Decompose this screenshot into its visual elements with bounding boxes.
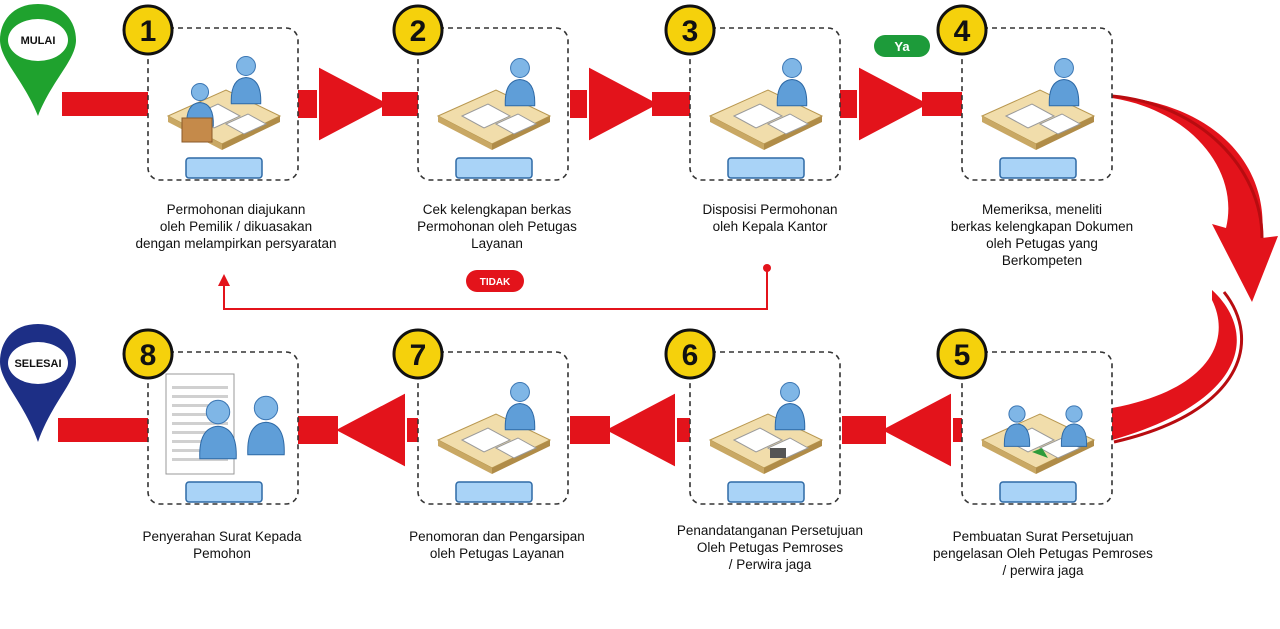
step-number: 5 (954, 339, 971, 372)
step-8: 8 (122, 328, 299, 505)
end-pin: SELESAI (0, 324, 76, 442)
step-6-caption: Penandatanganan Persetujuan Oleh Petugas… (676, 523, 864, 572)
step-number-badge (936, 328, 988, 380)
step-illustration (436, 382, 552, 474)
start-pin: MULAI (0, 4, 76, 116)
step-4: 4 (936, 4, 1113, 181)
step-1-caption: Permohonan diajukann oleh Pemilik / diku… (135, 202, 337, 251)
step-7: 7 (392, 328, 569, 505)
step-number-badge (392, 4, 444, 56)
arrow-7-to-8 (298, 390, 420, 470)
step-label-box (455, 157, 533, 179)
arrow-2-to-3 (570, 64, 692, 144)
start-connector-bar (62, 92, 150, 116)
step-number-badge (392, 328, 444, 380)
arrow-3-to-4 (840, 64, 962, 144)
step-2: 2 (392, 4, 569, 181)
step-label-box (185, 481, 263, 503)
start-label: MULAI (21, 35, 56, 47)
step-label-box (727, 481, 805, 503)
no-label: TIDAK (480, 277, 511, 288)
arrow-6-to-7 (570, 390, 690, 470)
step-label-box (455, 481, 533, 503)
step-illustration (436, 58, 552, 150)
step-number-badge (936, 4, 988, 56)
step-number: 7 (410, 339, 427, 372)
step-2-caption: Cek kelengkapan berkas Permohonan oleh P… (417, 202, 577, 251)
step-6: 6 (664, 328, 841, 505)
step-1: 1 (122, 4, 299, 181)
step-label-box (727, 157, 805, 179)
step-number-badge (122, 328, 174, 380)
reject-path: TIDAK (218, 264, 771, 310)
end-connector-bar (58, 418, 148, 442)
step-label-box (999, 157, 1077, 179)
step-number: 8 (140, 339, 157, 372)
step-illustration (708, 58, 824, 150)
step-number: 2 (410, 15, 427, 48)
step-number: 4 (954, 15, 971, 48)
step-number-badge (664, 4, 716, 56)
step-illustration (165, 373, 285, 475)
step-number: 1 (140, 15, 157, 48)
step-label-box (999, 481, 1077, 503)
step-illustration (980, 405, 1096, 474)
step-number: 6 (682, 339, 699, 372)
step-4-caption: Memeriksa, meneliti berkas kelengkapan D… (950, 202, 1134, 268)
step-number: 3 (682, 15, 699, 48)
step-3-caption: Disposisi Permohonan oleh Kepala Kantor (702, 202, 838, 234)
step-7-caption: Penomoran dan Pengarsipan oleh Petugas L… (409, 529, 585, 561)
step-3: 3 (664, 4, 841, 181)
step-8-caption: Penyerahan Surat Kepada Pemohon (142, 529, 302, 561)
step-illustration (980, 58, 1096, 150)
step-number-badge (122, 4, 174, 56)
yes-badge: Ya (874, 35, 930, 57)
step-5-caption: Pembuatan Surat Persetujuan pengelasan O… (933, 529, 1153, 578)
step-label-box (185, 157, 263, 179)
end-label: SELESAI (14, 358, 61, 370)
step-illustration (708, 382, 824, 474)
arrow-1-to-2 (298, 64, 422, 144)
step-5: 5 (936, 328, 1113, 505)
step-illustration (166, 56, 282, 150)
yes-label: Ya (894, 39, 910, 54)
step-number-badge (664, 328, 716, 380)
curved-arrow-4-to-5 (1111, 94, 1278, 444)
arrow-5-to-6 (842, 390, 964, 470)
